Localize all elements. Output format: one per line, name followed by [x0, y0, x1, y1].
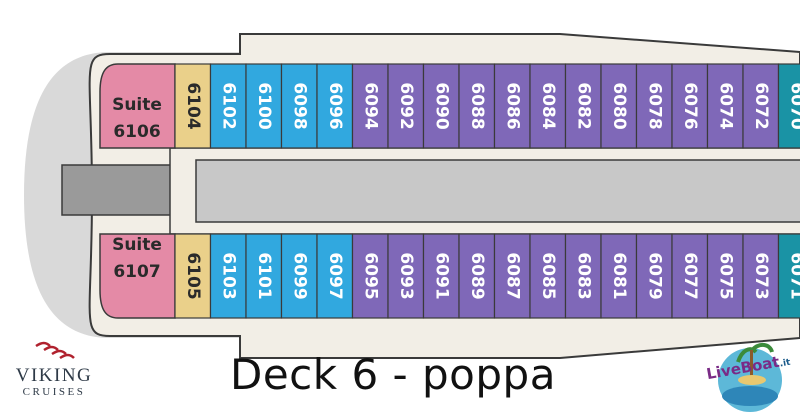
cabin-6079[interactable] [635, 233, 673, 319]
watermark-tld: .it [778, 357, 792, 370]
cabin-6082-label: 6082 [573, 82, 593, 129]
cabin-6080[interactable] [600, 63, 638, 149]
cabin-6078-label: 6078 [644, 82, 664, 129]
deck-title: Deck 6 - poppa [230, 350, 556, 399]
cabin-6086[interactable] [493, 63, 531, 149]
cabin-6073-label: 6073 [751, 252, 771, 299]
cabin-6091[interactable] [422, 233, 460, 319]
cabin-6094[interactable] [351, 63, 389, 149]
cabin-6083-label: 6083 [573, 252, 593, 299]
cabin-6089-label: 6089 [467, 252, 487, 299]
cabin-6072[interactable] [742, 63, 780, 149]
cabin-6103-label: 6103 [218, 252, 238, 299]
cabin-6102-label: 6102 [218, 82, 238, 129]
liveboat-island-icon [718, 343, 782, 412]
cabin-6078[interactable] [635, 63, 673, 149]
suite-6107-label: Suite [112, 235, 162, 255]
cabin-6105-label: 6105 [183, 252, 203, 299]
cabin-6104[interactable] [174, 63, 212, 149]
cabin-6081-label: 6081 [609, 252, 629, 299]
cabin-6084-label: 6084 [538, 82, 558, 129]
cabin-6081[interactable] [600, 233, 638, 319]
cabin-6090[interactable] [422, 63, 460, 149]
suite-6106-number: 6106 [113, 122, 160, 142]
cabin-6075-label: 6075 [715, 252, 735, 299]
cabin-6100-label: 6100 [254, 82, 274, 129]
brand-subtitle: CRUISES [22, 386, 86, 398]
cabin-6093-label: 6093 [396, 252, 416, 299]
cabin-6100[interactable] [245, 63, 283, 149]
cabin-6091-label: 6091 [431, 252, 451, 299]
cabin-6086-label: 6086 [502, 82, 522, 129]
cabin-6090-label: 6090 [431, 82, 451, 129]
cabin-6072-label: 6072 [751, 82, 771, 129]
brand-name: VIKING [15, 365, 93, 386]
cabin-6097-label: 6097 [325, 252, 345, 299]
suite-6107[interactable] [99, 233, 176, 319]
cabin-6101[interactable] [245, 233, 283, 319]
cabin-6092-label: 6092 [396, 82, 416, 129]
cabin-6097[interactable] [316, 233, 354, 319]
cabin-6084[interactable] [529, 63, 567, 149]
viking-ship-icon [35, 341, 75, 360]
cabin-6088[interactable] [458, 63, 496, 149]
cabin-6087[interactable] [493, 233, 531, 319]
viking-cruises-logo: VIKING CRUISES [0, 338, 108, 399]
cabin-6076-label: 6076 [680, 82, 700, 129]
suite-6106-label: Suite [112, 95, 162, 115]
cabin-6098-label: 6098 [289, 82, 309, 129]
cabin-6098[interactable] [280, 63, 318, 149]
cabin-6079-label: 6079 [644, 252, 664, 299]
cabin-6076[interactable] [671, 63, 709, 149]
cabin-6104-label: 6104 [183, 82, 203, 129]
cabin-6101-label: 6101 [254, 252, 274, 299]
corridor-core [195, 159, 800, 223]
cabin-6095-label: 6095 [360, 252, 380, 299]
cabin-6096-label: 6096 [325, 82, 345, 129]
cabin-6102[interactable] [209, 63, 247, 149]
cabin-6070[interactable] [777, 63, 800, 149]
suite-6106[interactable] [99, 63, 176, 149]
cabin-6103[interactable] [209, 233, 247, 319]
cabin-6074-label: 6074 [715, 82, 735, 129]
cabin-6071[interactable] [777, 233, 800, 319]
cabin-6093[interactable] [387, 233, 425, 319]
stern-platform [61, 164, 183, 216]
cabin-6077-label: 6077 [680, 252, 700, 299]
cabin-row-bottom: 6105 6103 6101 6099 6097 6095 6093 6091 6089 6087… [174, 233, 800, 319]
cabin-6071-label: 6071 [786, 252, 800, 299]
cabin-6070-label: 6070 [786, 82, 800, 129]
cabin-6099-label: 6099 [289, 252, 309, 299]
cabin-6087-label: 6087 [502, 252, 522, 299]
cabin-6085[interactable] [529, 233, 567, 319]
suite-6107-number: 6107 [113, 262, 160, 282]
cabin-6077[interactable] [671, 233, 709, 319]
cabin-6074[interactable] [706, 63, 744, 149]
cabin-6080-label: 6080 [609, 82, 629, 129]
cabin-6073[interactable] [742, 233, 780, 319]
cabin-row-top: 6104 6102 6100 6098 6096 6094 6092 6090 6088 6086… [174, 63, 800, 149]
cabin-6088-label: 6088 [467, 82, 487, 129]
cabin-6085-label: 6085 [538, 252, 558, 299]
cabin-6094-label: 6094 [360, 82, 380, 129]
